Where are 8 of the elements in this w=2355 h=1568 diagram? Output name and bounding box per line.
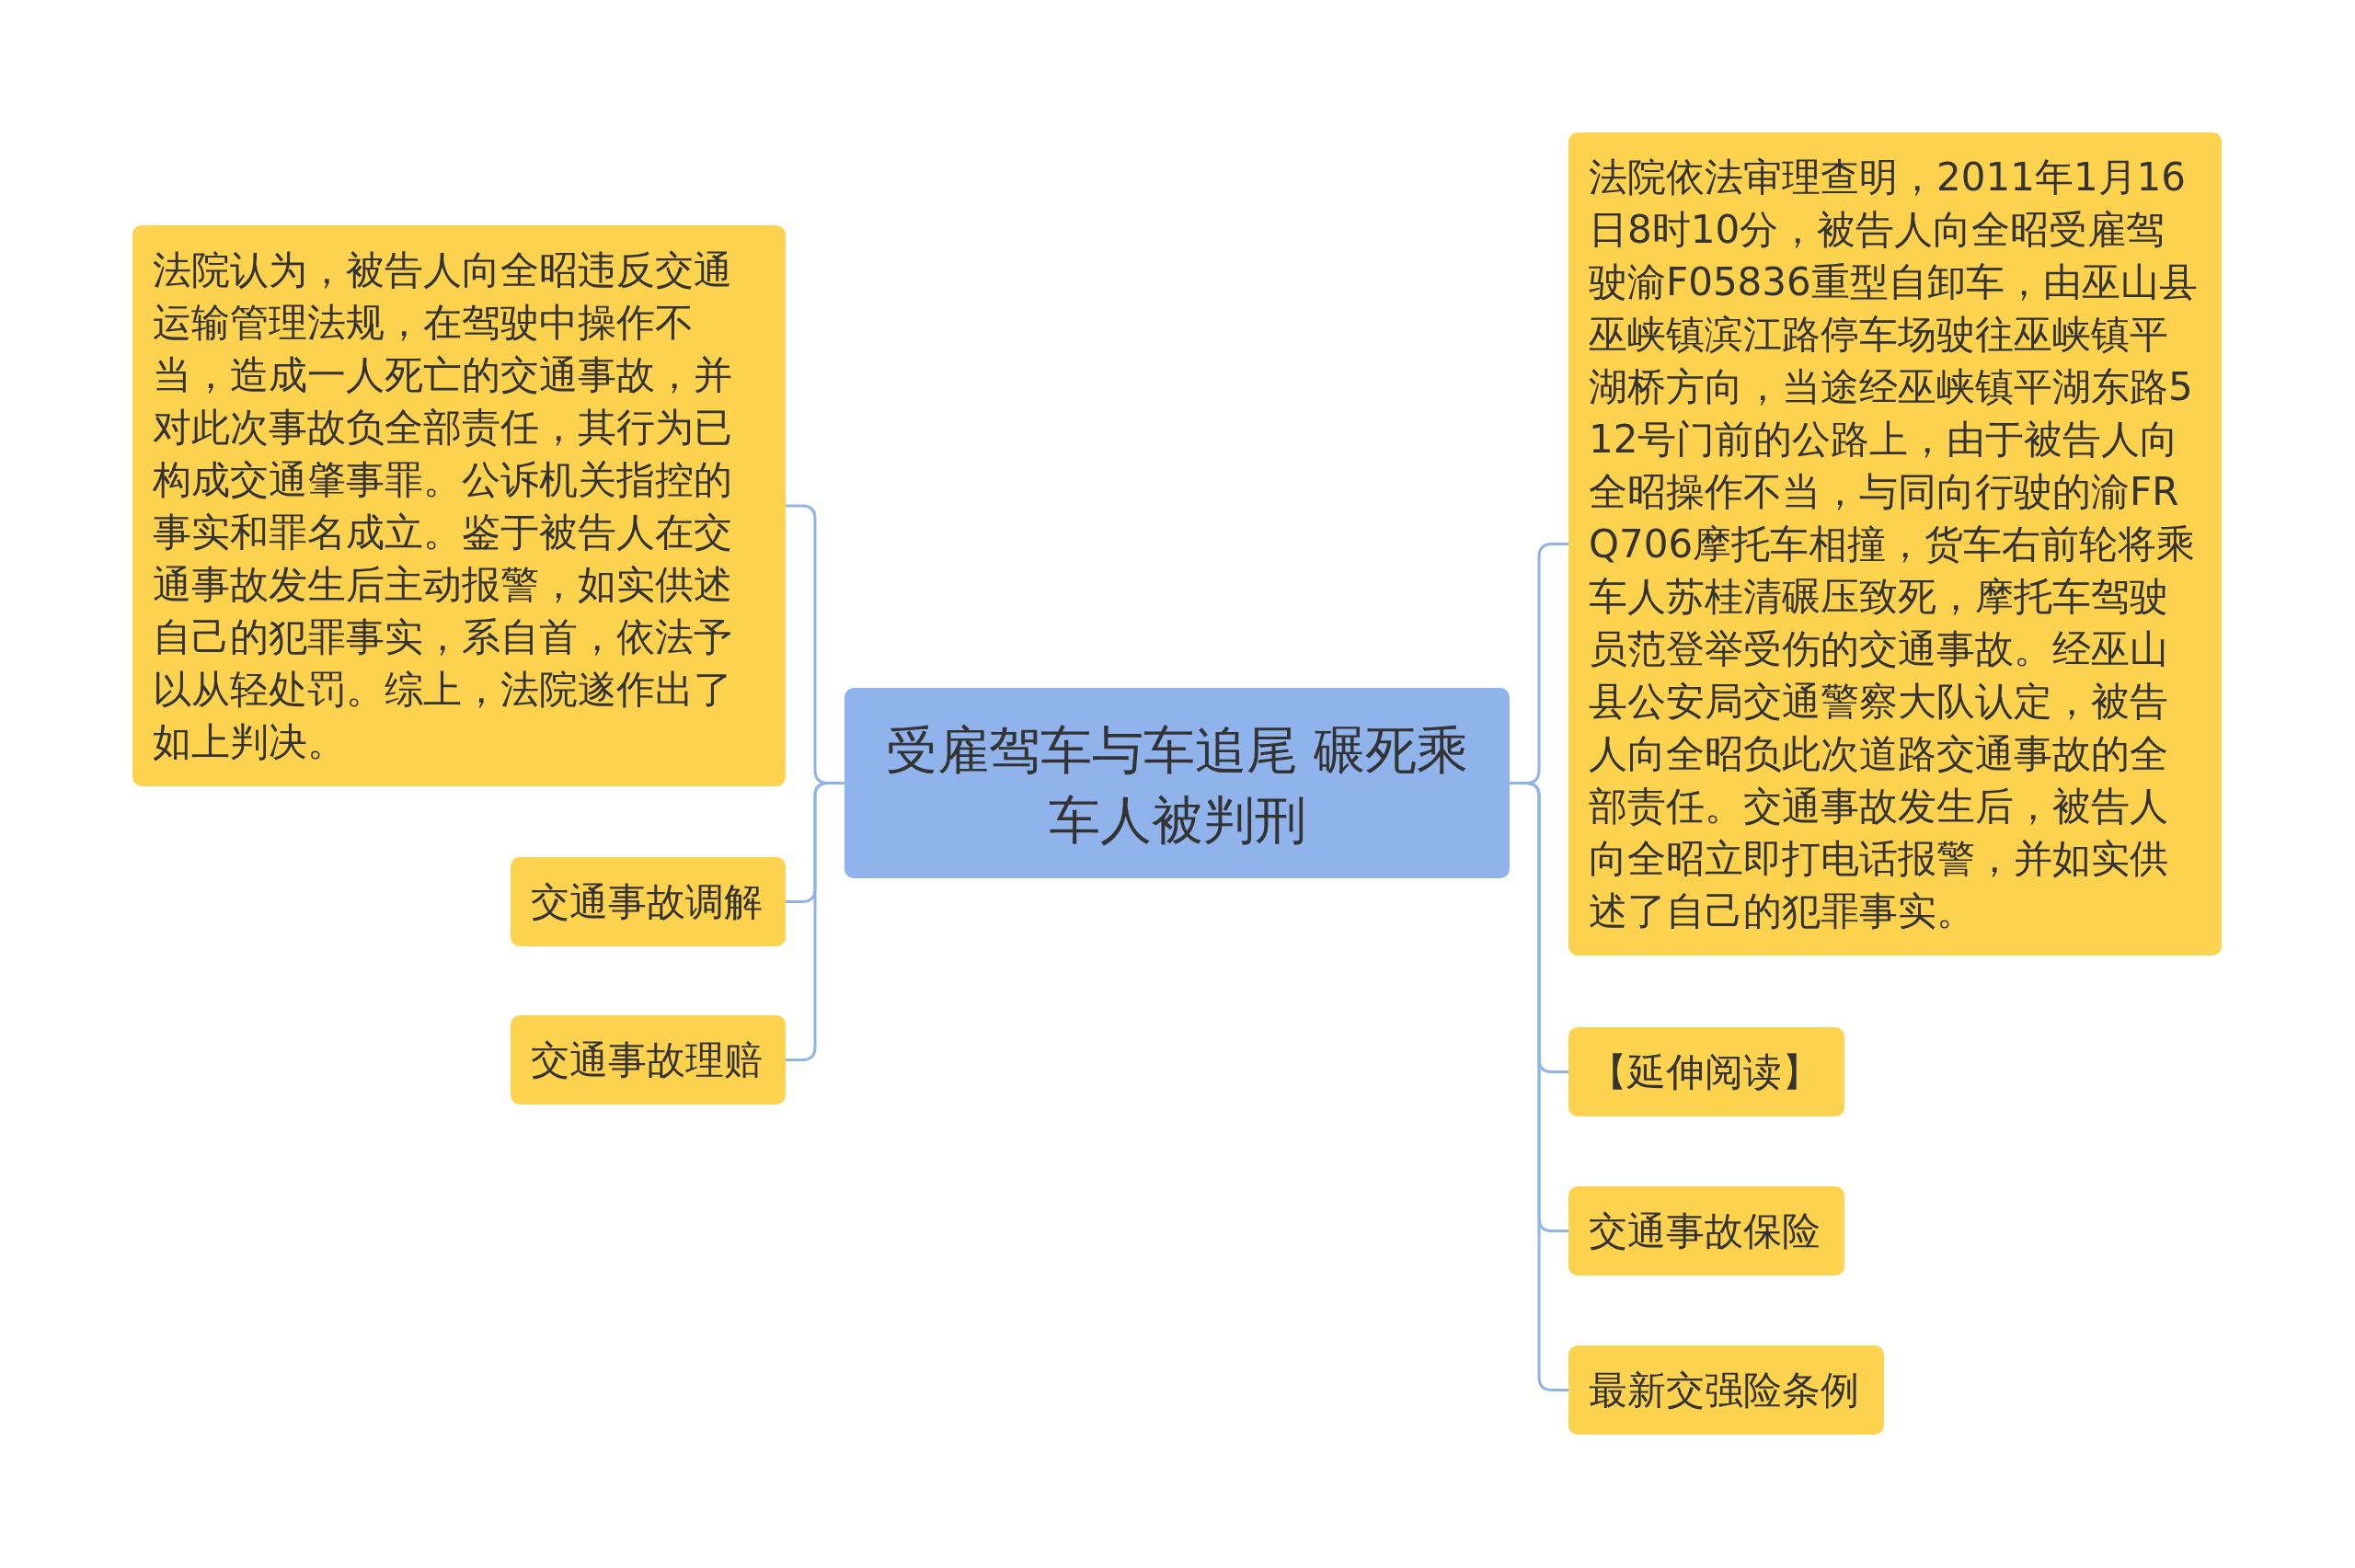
central-topic-box: 受雇驾车与车追尾 碾死乘车人被判刑 [844, 688, 1510, 878]
topic-box: 最新交强险条例 [1568, 1345, 1884, 1435]
topic-box: 交通事故理赔 [511, 1015, 786, 1104]
topic-box: 法院依法审理查明，2011年1月16日8时10分，被告人向全昭受雇驾驶渝F05836重型自卸车，由巫山县巫峡镇滨江路停车场驶往巫峡镇平湖桥方向，当途经巫峡镇平湖东路512号门前的公路上，由于被告人向全昭操作不当，与同向行驶的渝FRQ706摩托车相撞，货车右前轮将乘车人苏桂清碾压致死，摩托车驾驶员范登举受伤的交通事故。经巫山县公安局交通警察大队认定，被告人向全昭负此次道路交通事故的全部责任。交通事故发生后，被告人向全昭立即打电话报警，并如实供述了自己的犯罪事实。 [1568, 132, 2222, 956]
topic-box: 交通事故保险 [1568, 1186, 1844, 1276]
topic-box: 交通事故调解 [511, 857, 786, 946]
topic-box: 【延伸阅读】 [1568, 1027, 1844, 1116]
topic-box: 法院认为，被告人向全昭违反交通运输管理法规，在驾驶中操作不当，造成一人死亡的交通事故，并对此次事故负全部责任，其行为已构成交通肇事罪。公诉机关指控的事实和罪名成立。鉴于被告人在交通事故发生后主动报警，如实供述自己的犯罪事实，系自首，依法予以从轻处罚。综上，法院遂作出了如上判决。 [132, 225, 786, 786]
